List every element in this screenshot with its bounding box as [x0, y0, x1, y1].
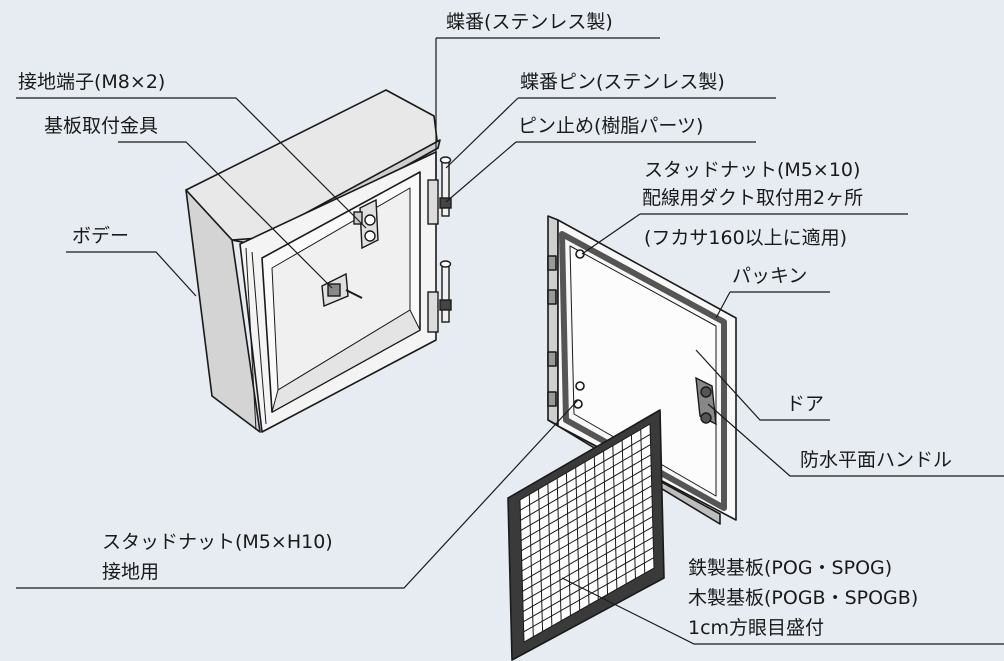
body-interior-floor [271, 309, 421, 413]
label-duct-mount: 配線用ダクト取付用2ヶ所 [642, 187, 864, 209]
label-body: ボデー [72, 225, 130, 247]
label-ground-use: 接地用 [102, 561, 160, 583]
leader-lines [16, 37, 1004, 645]
door-gasket [559, 231, 727, 511]
grid-line-h [522, 536, 654, 613]
waterproof-handle-part [695, 376, 717, 426]
body-hinges [427, 179, 439, 333]
label-waterproof-handle: 防水平面ハンドル [800, 449, 953, 471]
label-stud-nut-ground: スタッドナット(M5×H10) [102, 531, 333, 553]
grid-line-h [523, 557, 654, 633]
grid-line-v [612, 445, 618, 590]
grid-line-h [522, 526, 654, 602]
label-ground-terminal: 接地端子(M8×2) [18, 71, 166, 93]
ground-terminal-part [353, 198, 379, 250]
body-side-face [185, 189, 261, 433]
hinge-pins [439, 156, 452, 323]
label-board-bracket: 基板取付金具 [44, 115, 159, 137]
grid-line-h [522, 516, 653, 592]
label-wood-board: 木製基板(POGB・SPOGB) [688, 587, 919, 609]
door-bottom-edge [547, 419, 721, 525]
label-steel-board: 鉄製基板(POG・SPOG) [688, 557, 893, 579]
grid-line-h [521, 495, 653, 572]
grid-line-h [523, 546, 654, 623]
grid-line-v [621, 440, 627, 584]
board-grid-lines [520, 429, 654, 637]
label-pin-stopper: ピン止め(樹脂パーツ) [518, 115, 704, 137]
grid-line-v [630, 434, 636, 579]
label-hinge: 蝶番(ステンレス製) [446, 11, 613, 33]
grid-line-v [603, 451, 609, 595]
label-door: ドア [786, 393, 825, 415]
label-hinge-pin: 蝶番ピン(ステンレス製) [520, 71, 725, 93]
grid-line-v [593, 456, 599, 600]
label-duct-condition: (フカサ160以上に適用) [644, 227, 848, 249]
label-packing: パッキン [732, 265, 808, 287]
base-board-part [507, 409, 665, 661]
grid-line-h [522, 505, 653, 582]
door-gasket-inner [569, 245, 717, 497]
grid-line-v [640, 429, 646, 574]
label-stud-nut-duct: スタッドナット(M5×10) [644, 159, 861, 181]
enclosure-body [185, 89, 441, 433]
label-grid-scale: 1cm方眼目盛付 [688, 617, 825, 639]
